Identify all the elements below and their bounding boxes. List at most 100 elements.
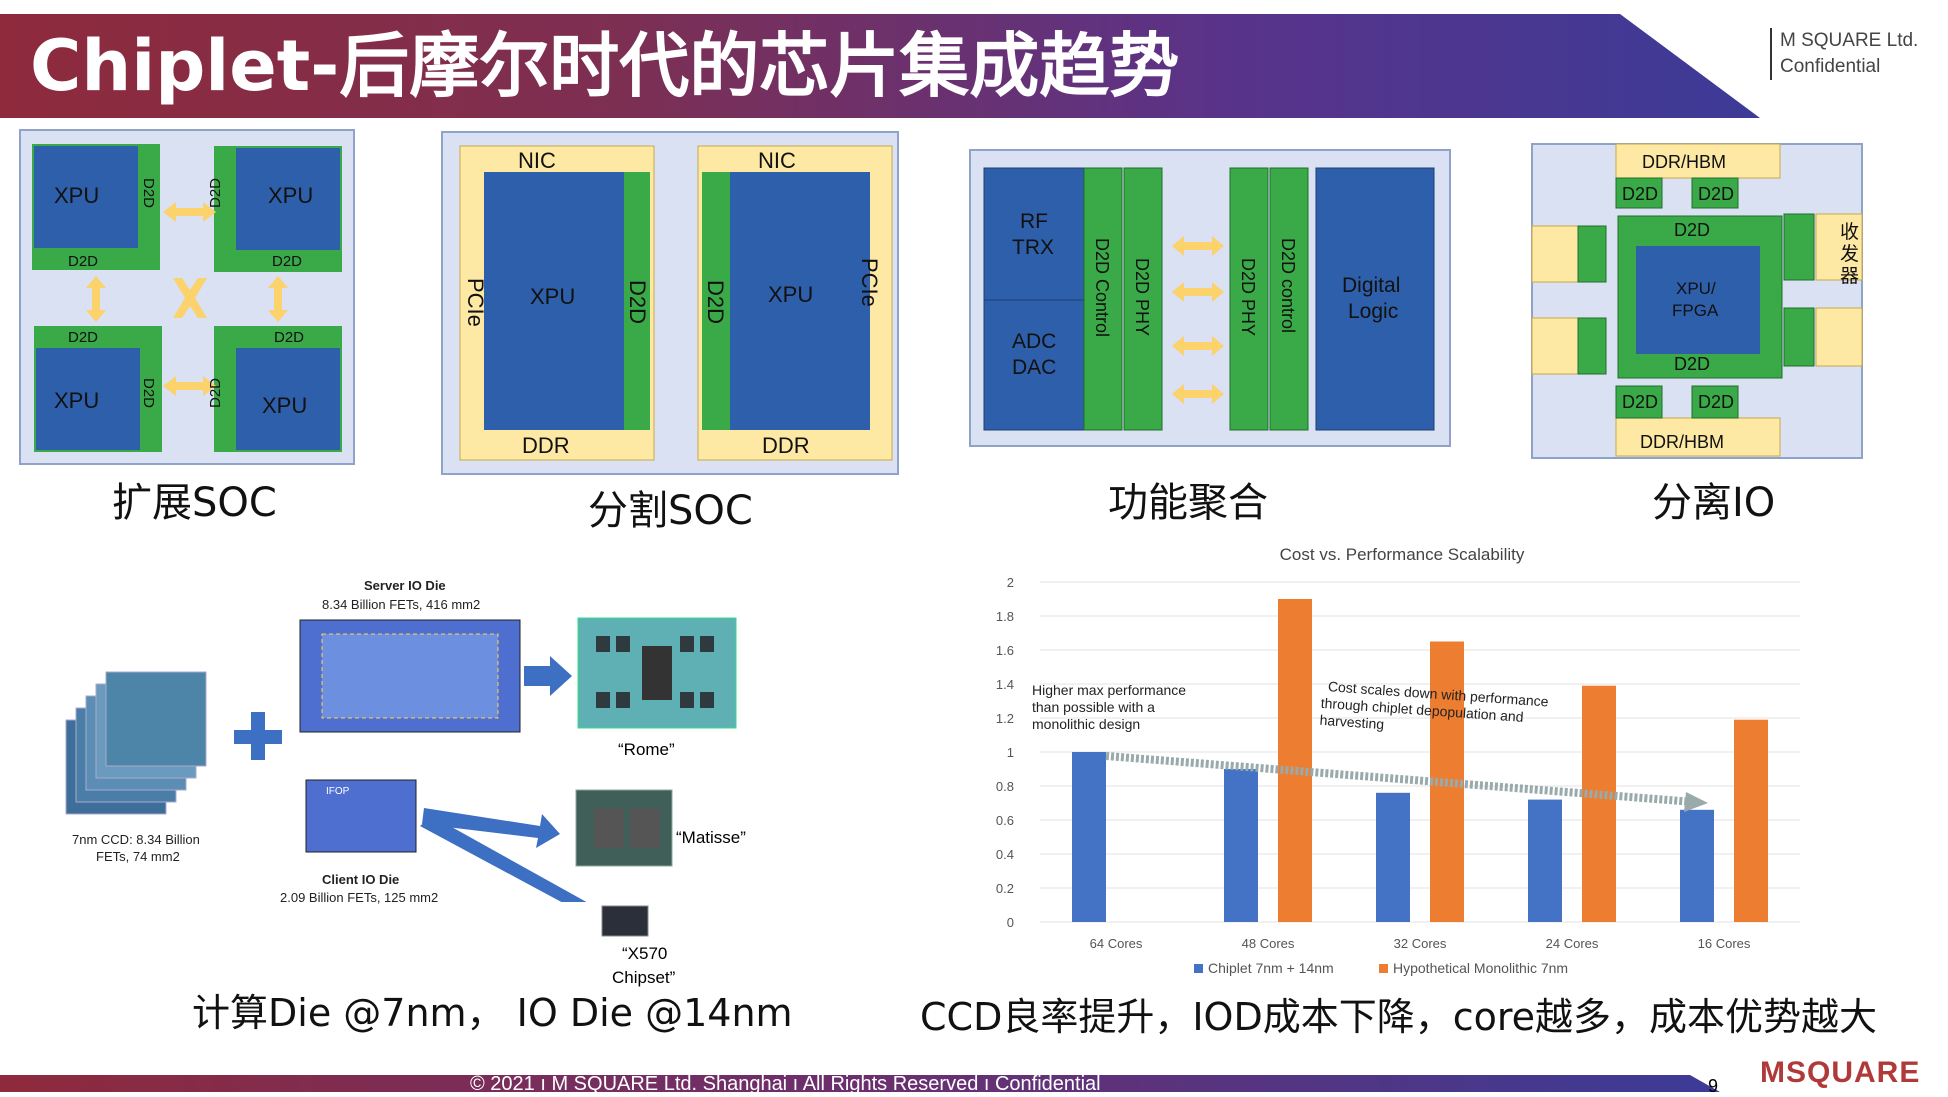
caption-func-agg: 功能聚合 (1108, 480, 1268, 526)
caption-split-soc: 分割SOC (588, 488, 753, 534)
xpu-label-br: XPU (262, 393, 307, 418)
page-number: 9 (1708, 1076, 1719, 1096)
transceiver-label: 发 (1840, 243, 1859, 265)
arrow-icon (420, 816, 587, 902)
d2d-control-label: D2D Control (1092, 238, 1112, 337)
company-logo: MSQUARE (1760, 1056, 1921, 1089)
ddr-label: DDR (522, 433, 570, 458)
digital-label: Digital (1342, 274, 1400, 297)
xpu-label-tl: XPU (54, 183, 99, 208)
y-tick-label: 0.6 (996, 813, 1014, 828)
trx-label: TRX (1012, 236, 1054, 259)
bar-chiplet (1224, 769, 1258, 922)
confidential-text: Confidential (1780, 56, 1881, 77)
x570-label-2: Chipset” (612, 968, 676, 987)
d2d-label: D2D (207, 178, 224, 208)
ifop-label: IFOP (326, 786, 350, 797)
d2d-phy-label: D2D PHY (1238, 258, 1258, 336)
confidential-label: M SQUARE Ltd. Confidential (1770, 28, 1918, 80)
d2d-label: D2D (140, 178, 157, 208)
y-tick-label: 0.4 (996, 847, 1014, 862)
rf-label: RF (1020, 210, 1048, 233)
xpu-label: XPU (530, 284, 575, 309)
server-io-title: Server IO Die (364, 578, 446, 593)
caption-chart: CCD良率提升，IOD成本下降，core越多，成本优势越大 (920, 995, 1878, 1039)
client-io-sub: 2.09 Billion FETs, 125 mm2 (280, 890, 439, 905)
client-io-title: Client IO Die (322, 872, 400, 887)
split-soc-diagram: NIC NIC DDR DDR XPU XPU PCIe PCIe D2D D2… (441, 131, 899, 475)
y-tick-label: 1.6 (996, 643, 1014, 658)
ddr-label: DDR (762, 433, 810, 458)
amd-chiplet-illustration (65, 617, 737, 902)
d2d-label: D2D (207, 378, 224, 408)
chart-title: Cost vs. Performance Scalability (1280, 545, 1525, 564)
cost-performance-chart: Cost vs. Performance Scalability 00.20.4… (996, 545, 1800, 976)
d2d-label: D2D (1674, 354, 1710, 374)
chart-annotation: than possible with a (1032, 699, 1155, 715)
arrow-icon (524, 656, 572, 696)
xpu-label-tr: XPU (268, 183, 313, 208)
dac-label: DAC (1012, 356, 1056, 379)
legend-swatch (1194, 964, 1203, 973)
d2d-label: D2D (140, 378, 157, 408)
d2d-label: D2D (68, 253, 98, 270)
adc-label: ADC (1012, 330, 1056, 353)
xpu-fpga-label: XPU/ (1676, 279, 1716, 298)
ext-soc-diagram: XPU XPU XPU XPU D2D D2D D2D D2D D2D D2D … (19, 129, 355, 465)
d2d-label: D2D (1698, 392, 1734, 412)
d2d-label: D2D (703, 280, 728, 324)
y-tick-label: 0.8 (996, 779, 1014, 794)
caption-amd: 计算Die @7nm， IO Die @14nm (192, 991, 793, 1035)
legend-label: Hypothetical Monolithic 7nm (1393, 960, 1568, 976)
bar-chiplet (1680, 809, 1714, 922)
caption-ext-soc: 扩展SOC (112, 480, 277, 526)
nic-label: NIC (758, 148, 796, 173)
x570-label-1: “X570 (622, 944, 668, 963)
d2d-label: D2D (272, 253, 302, 270)
x-tick-label: 48 Cores (1242, 936, 1295, 951)
trend-arrow (1105, 752, 1708, 812)
bar-chiplet (1072, 752, 1106, 922)
chart-annotation: Higher max performance (1032, 682, 1186, 698)
d2d-label: D2D (625, 280, 650, 324)
matisse-label: “Matisse” (676, 828, 746, 847)
nic-label: NIC (518, 148, 556, 173)
footer-text: © 2021 ı M SQUARE Ltd. Shanghai ı All Ri… (470, 1073, 1101, 1095)
y-tick-label: 1 (1007, 745, 1014, 760)
pcie-label: PCIe (463, 278, 488, 327)
client-io-die (305, 779, 417, 853)
legend-swatch (1379, 964, 1388, 973)
transceiver-label: 器 (1840, 266, 1859, 287)
d2d-label: D2D (274, 329, 304, 346)
d2d-label: D2D (68, 329, 98, 346)
ddr-hbm-label: DDR/HBM (1642, 152, 1726, 172)
server-io-sub: 8.34 Billion FETs, 416 mm2 (322, 597, 481, 612)
transceiver-label: 收 (1840, 221, 1859, 243)
arrow-icon (422, 808, 560, 848)
d2d-phy-label: D2D PHY (1132, 258, 1152, 336)
plus-icon (234, 712, 282, 760)
d2d-label: D2D (1622, 392, 1658, 412)
y-tick-label: 1.4 (996, 677, 1014, 692)
y-tick-label: 1.2 (996, 711, 1014, 726)
legend-label: Chiplet 7nm + 14nm (1208, 960, 1334, 976)
y-tick-label: 2 (1007, 575, 1014, 590)
xpu-label-bl: XPU (54, 388, 99, 413)
logic-label: Logic (1348, 300, 1398, 323)
ccd-label-1: 7nm CCD: 8.34 Billion (72, 832, 200, 847)
func-agg-diagram: RF TRX ADC DAC Digital Logic D2D Control… (969, 149, 1451, 447)
xpu-label: XPU (768, 282, 813, 307)
sep-io-diagram: DDR/HBM DDR/HBM D2D D2D D2D D2D D2D D2D … (1531, 143, 1863, 459)
bar-monolithic (1278, 599, 1312, 922)
company-name: M SQUARE Ltd. (1780, 30, 1919, 51)
bar-monolithic (1582, 685, 1616, 922)
x-tick-label: 16 Cores (1698, 936, 1751, 951)
y-tick-label: 0 (1007, 915, 1014, 930)
title-bar (0, 14, 1760, 118)
ccd-label-2: FETs, 74 mm2 (96, 849, 180, 864)
rome-label: “Rome” (618, 740, 675, 759)
chart-annotation: harvesting (1319, 712, 1385, 732)
pcie-label: PCIe (857, 258, 882, 307)
bar-chiplet (1528, 799, 1562, 922)
x570-chip (601, 905, 649, 937)
